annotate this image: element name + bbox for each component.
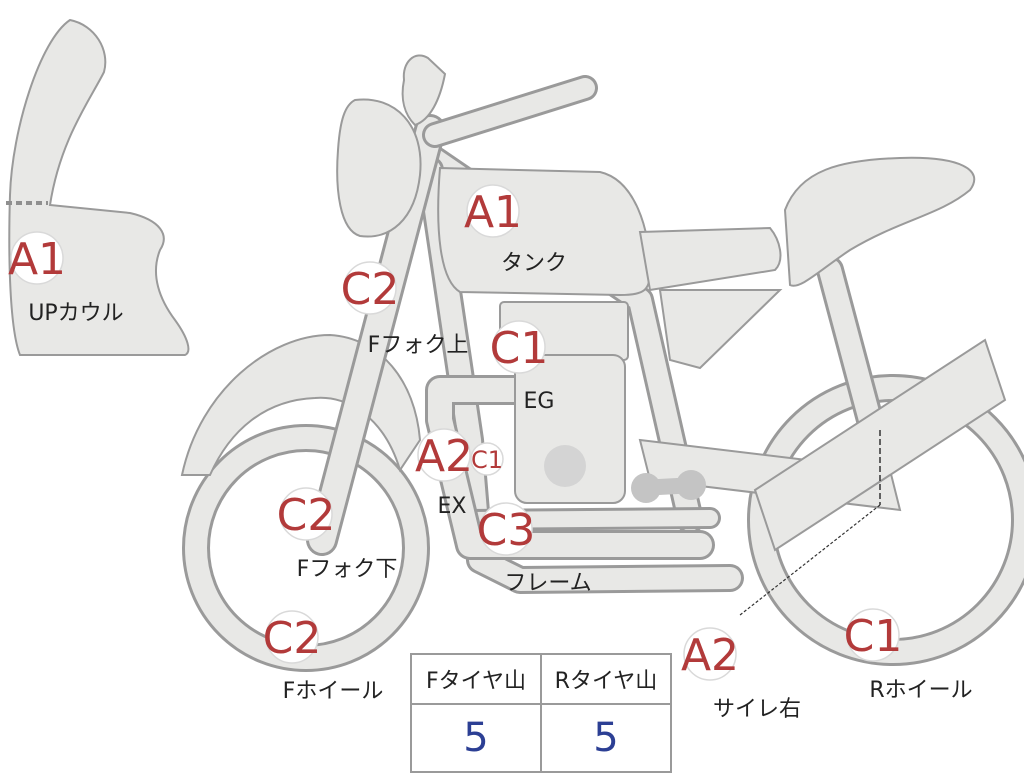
- callout-exhaust-sub: C1: [470, 442, 504, 476]
- grade-badge: [466, 184, 520, 238]
- tire-tread-table: Fタイヤ山 Rタイヤ山 5 5: [410, 653, 672, 773]
- part-label: UPカウル: [28, 301, 123, 326]
- grade-badge: [470, 442, 504, 476]
- callout-frame: C3 フレーム: [477, 502, 592, 596]
- exhaust-pipe-illustration: [425, 375, 715, 560]
- grade-badge: [279, 487, 333, 541]
- grade-text: C1: [471, 446, 503, 474]
- grade-text: C2: [341, 264, 400, 315]
- part-label: Rホイール: [869, 678, 972, 703]
- part-label: Fフォク上: [368, 333, 469, 358]
- part-label: サイレ右: [713, 697, 801, 722]
- grade-text: C2: [263, 613, 322, 664]
- grade-badge: [492, 320, 546, 374]
- callout-tank: A1 タンク: [464, 184, 567, 276]
- part-label: タンク: [501, 251, 567, 276]
- front-tread-header: Fタイヤ山: [410, 653, 542, 705]
- grade-text: A2: [681, 630, 739, 681]
- part-label: EX: [438, 494, 467, 519]
- grade-text: C2: [277, 490, 336, 541]
- grade-text: A2: [415, 431, 473, 482]
- grade-badge: [846, 608, 900, 662]
- callout-rear-wheel: C1 Rホイール: [844, 608, 973, 703]
- grade-badge: [479, 502, 533, 556]
- rear-tread-header: Rタイヤ山: [540, 653, 672, 705]
- grade-text: C1: [844, 611, 903, 662]
- grade-text: A1: [8, 234, 66, 285]
- leader-lines: [739, 430, 881, 616]
- callout-up-cowl: A1 UPカウル: [8, 231, 124, 326]
- rear-tread-value: 5: [540, 703, 672, 773]
- grade-badge: [265, 610, 319, 664]
- callout-muffler-right: A2 サイレ右: [681, 627, 801, 722]
- grade-text: C3: [477, 505, 536, 556]
- callout-front-wheel: C2 Fホイール: [263, 610, 384, 704]
- grade-badge: [10, 231, 64, 285]
- grade-badge: [683, 627, 737, 681]
- part-label: Fホイール: [283, 679, 384, 704]
- grade-text: A1: [464, 187, 522, 238]
- callout-fork-upper: C2 Fフォク上: [341, 261, 469, 358]
- part-label: Fフォク下: [297, 557, 398, 582]
- part-label: フレーム: [504, 571, 591, 596]
- seat-illustration: [638, 156, 976, 370]
- callout-fork-lower: C2 Fフォク下: [277, 487, 398, 582]
- part-label: EG: [524, 389, 555, 414]
- grade-badge: [343, 261, 397, 315]
- callout-engine: C1 EG: [490, 320, 555, 414]
- callout-exhaust: A2 EX: [415, 428, 473, 519]
- grade-text: C1: [490, 323, 549, 374]
- grade-badge: [417, 428, 471, 482]
- front-tread-value: 5: [410, 703, 542, 773]
- headlight-illustration: [336, 54, 598, 238]
